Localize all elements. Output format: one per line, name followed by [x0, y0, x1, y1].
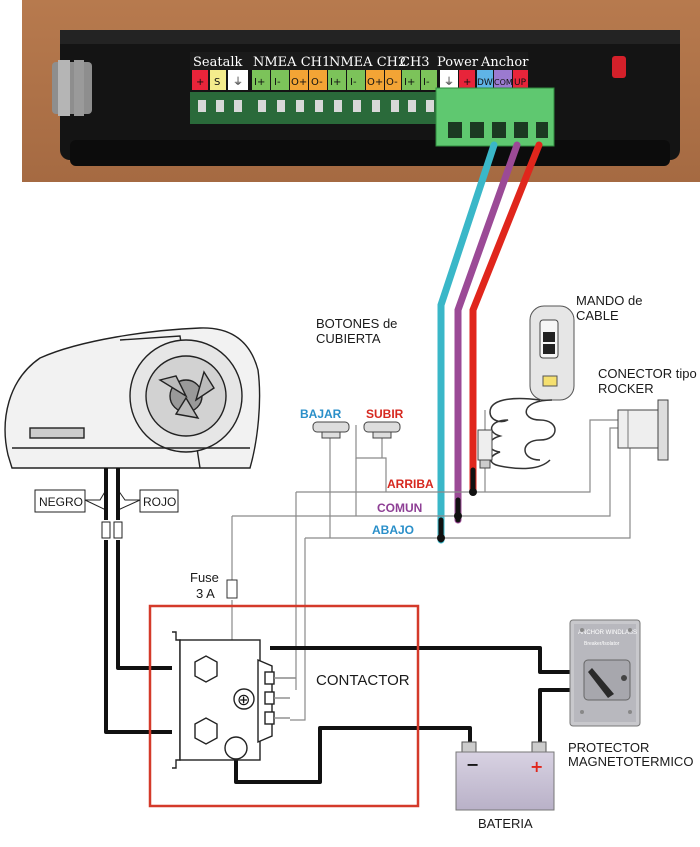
label-comun: COMUN: [377, 501, 422, 515]
label-abajo: ABAJO: [372, 523, 414, 537]
cable-remote: MANDO de CABLE: [477, 293, 642, 470]
pin-ch2-i-minus: I-: [350, 77, 357, 88]
breaker-title: ANCHOR WINDLASS: [578, 630, 637, 636]
device-photo: [22, 0, 700, 182]
terminal-block: [190, 87, 555, 147]
label-conector-1: CONECTOR tipo: [598, 366, 697, 381]
battery-minus: −: [466, 755, 479, 774]
button-bajar: [312, 421, 350, 439]
label-contactor: CONTACTOR: [316, 672, 410, 689]
contactor-frame: [148, 604, 420, 808]
pin-labels: + S ⏚ I+ I- O+ O- I+ I- O+ O- I+ I- ⏚ + …: [192, 70, 528, 90]
pin-seatalk-plus: +: [196, 77, 204, 88]
deck-buttons: BOTONES de CUBIERTA BAJAR SUBIR: [300, 316, 404, 439]
header-nmea-ch1: NMEA CH1: [253, 55, 330, 70]
header-anchor: Anchor: [480, 55, 529, 70]
battery: − +: [455, 741, 555, 811]
pin-ch3-i-minus: I-: [423, 77, 430, 88]
label-protector-1: PROTECTOR: [568, 740, 649, 755]
pin-ch1-o-minus: O-: [311, 77, 323, 88]
label-conector-2: ROCKER: [598, 381, 654, 396]
pin-ch2-i-plus: I+: [330, 77, 341, 88]
motor-leads: NEGRO ROJO: [34, 468, 179, 539]
pin-power-gnd: ⏚: [444, 76, 454, 88]
pin-ch1-o-plus: O+: [291, 77, 307, 88]
svg-text:⊕: ⊕: [237, 690, 250, 709]
label-negro: NEGRO: [39, 495, 83, 509]
junctions: [437, 488, 477, 542]
contactor: ⊕: [172, 631, 296, 769]
label-mando-2: CABLE: [576, 308, 619, 323]
pin-ch1-i-minus: I-: [274, 77, 281, 88]
rocker-connector: CONECTOR tipo ROCKER: [598, 366, 697, 461]
pin-seatalk-gnd: ⏚: [233, 76, 243, 88]
header-power: Power: [437, 55, 479, 70]
button-subir: [363, 421, 401, 439]
terminal-headers: Seatalk NMEA CH1 NMEA CH2 CH3 Power Anch…: [193, 55, 529, 70]
windlass-motor: [4, 327, 261, 469]
label-bateria: BATERIA: [478, 816, 533, 831]
pin-anchor-com: COM: [494, 78, 513, 87]
label-botones-2: CUBIERTA: [316, 331, 381, 346]
power-cables: [104, 540, 570, 784]
pin-seatalk-s: S: [214, 77, 220, 88]
breaker-protector: ANCHOR WINDLASS Breaker/Isolator: [569, 619, 641, 727]
label-subir: SUBIR: [366, 407, 404, 421]
label-mando-1: MANDO de: [576, 293, 642, 308]
header-nmea-ch2: NMEA CH2: [329, 55, 406, 70]
header-ch3: CH3: [400, 55, 430, 70]
pin-anchor-dw: DW: [477, 78, 493, 88]
label-botones-1: BOTONES de: [316, 316, 397, 331]
label-protector-2: MAGNETOTERMICO: [568, 754, 693, 769]
fuse: Fuse 3 A: [190, 570, 238, 601]
pin-ch1-i-plus: I+: [254, 77, 265, 88]
label-fuse-1: Fuse: [190, 570, 219, 585]
pin-anchor-up: UP: [514, 78, 527, 88]
anchor-wires: [437, 141, 543, 544]
pin-power-plus: +: [463, 77, 471, 88]
battery-plus: +: [530, 757, 543, 776]
header-seatalk: Seatalk: [193, 55, 242, 70]
pin-ch3-i-plus: I+: [404, 77, 415, 88]
breaker-sub: Breaker/Isolator: [584, 641, 620, 647]
label-arriba: ARRIBA: [387, 477, 434, 491]
label-bajar: BAJAR: [300, 407, 342, 421]
label-fuse-2: 3 A: [196, 586, 215, 601]
pin-ch2-o-minus: O-: [386, 77, 398, 88]
round-connector: [52, 60, 92, 116]
label-rojo: ROJO: [143, 495, 176, 509]
pin-ch2-o-plus: O+: [367, 77, 383, 88]
